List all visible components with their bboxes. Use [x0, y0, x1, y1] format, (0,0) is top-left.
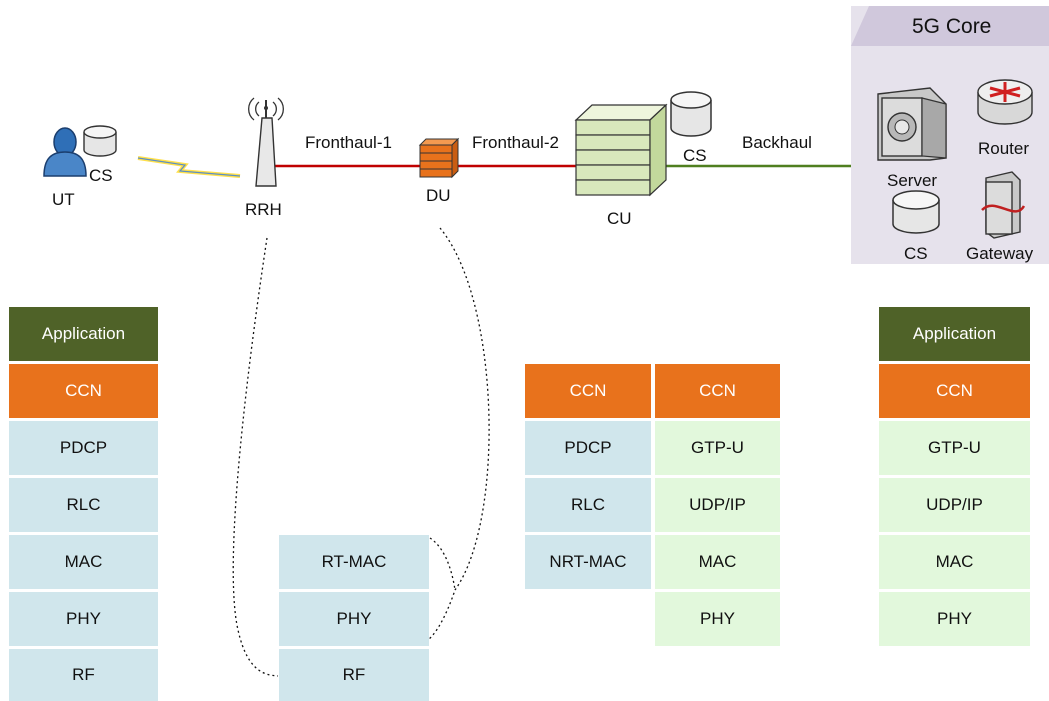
- user-terminal-icon: [43, 127, 87, 177]
- du-label: DU: [426, 186, 451, 205]
- ut-stack-layer: RLC: [9, 478, 158, 532]
- router-icon: [977, 79, 1033, 125]
- du-left-stack-layer: RLC: [525, 478, 651, 532]
- core-stack-layer: Application: [879, 307, 1030, 361]
- ut-label: UT: [52, 190, 75, 209]
- cu-cache-storage-icon: [670, 91, 712, 137]
- gateway-label: Gateway: [966, 244, 1034, 263]
- ut-stack-layer: MAC: [9, 535, 158, 589]
- 5g-core-title: 5G Core: [912, 15, 992, 38]
- fronthaul-1-label: Fronthaul-1: [305, 133, 392, 152]
- cu-server-icon: [574, 103, 668, 197]
- ut-stack-layer: CCN: [9, 364, 158, 418]
- cu-cs-label: CS: [683, 146, 707, 165]
- cu-label: CU: [607, 209, 632, 228]
- ut-cache-storage-icon: [83, 125, 117, 157]
- du-left-stack-layer: PDCP: [525, 421, 651, 475]
- server-label: Server: [887, 171, 938, 190]
- ut-stack-layer: PHY: [9, 592, 158, 646]
- ut-stack-layer: Application: [9, 307, 158, 361]
- gateway-icon: [981, 171, 1026, 239]
- du-split-curve-top: [429, 537, 456, 591]
- server-icon: [877, 87, 947, 161]
- router-label: Router: [978, 139, 1030, 158]
- core-cache-storage-icon: [892, 190, 940, 234]
- core-cs-label: CS: [904, 244, 928, 263]
- du-right-stack-layer: CCN: [655, 364, 780, 418]
- rrh-split-curve: [232, 237, 279, 677]
- ut-stack-layer: PDCP: [9, 421, 158, 475]
- du-server-icon: [418, 137, 460, 179]
- rrh-stack-layer: RF: [279, 649, 429, 701]
- du-right-stack-layer: MAC: [655, 535, 780, 589]
- ut-stack-layer: RF: [9, 649, 158, 701]
- rrh-stack-layer: RT-MAC: [279, 535, 429, 589]
- backhaul-label: Backhaul: [742, 133, 812, 152]
- core-stack-layer: MAC: [879, 535, 1030, 589]
- du-right-stack-layer: GTP-U: [655, 421, 780, 475]
- du-split-curve: [427, 227, 490, 641]
- ut-cs-label: CS: [89, 166, 113, 185]
- rrh-antenna-icon: [248, 97, 284, 187]
- du-right-stack-layer: UDP/IP: [655, 478, 780, 532]
- core-stack-layer: PHY: [879, 592, 1030, 646]
- core-stack-layer: UDP/IP: [879, 478, 1030, 532]
- core-stack-layer: GTP-U: [879, 421, 1030, 475]
- fronthaul-2-label: Fronthaul-2: [472, 133, 559, 152]
- du-right-stack-layer: PHY: [655, 592, 780, 646]
- 5g-core-title-tab: [851, 6, 1049, 46]
- du-left-stack-layer: NRT-MAC: [525, 535, 651, 589]
- rrh-stack-layer: PHY: [279, 592, 429, 646]
- rrh-label: RRH: [245, 200, 282, 219]
- core-stack-layer: CCN: [879, 364, 1030, 418]
- du-left-stack-layer: CCN: [525, 364, 651, 418]
